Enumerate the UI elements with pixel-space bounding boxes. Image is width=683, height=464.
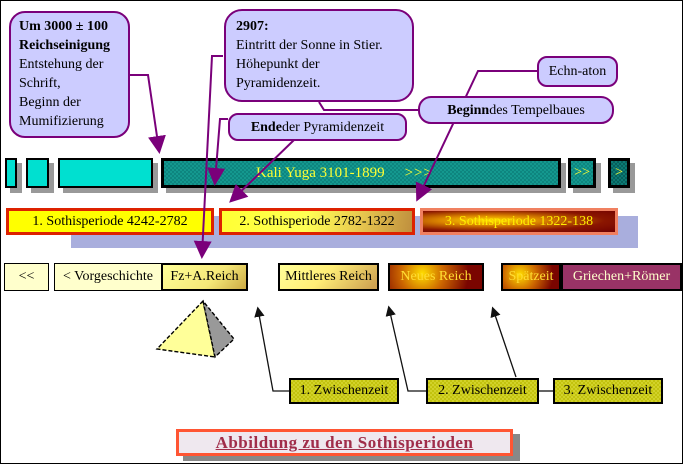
arrow-zwischenzeit1-to-gap	[254, 306, 289, 392]
timeline-segment-2	[26, 158, 49, 188]
zwischenzeit-3[interactable]: 3. Zwischenzeit	[553, 378, 663, 404]
arrow-zwischenzeit3-to-gap	[490, 306, 517, 378]
callout-line: Schrift,	[19, 76, 61, 91]
callout-bold: Ende	[250, 119, 282, 135]
callout-text: der Pyramidenzeit	[281, 119, 385, 135]
line-beginn-tail	[318, 101, 418, 111]
nav-vorgeschichte[interactable]: < Vorgeschichte	[54, 263, 162, 291]
callout-line: Beginn der	[19, 95, 81, 110]
timeline-kali-yuga-bar: Kali Yuga 3101-1899 >>>	[161, 158, 561, 188]
kali-yuga-label: Kali Yuga 3101-1899	[256, 164, 385, 181]
callout-beginn-tempelbau: Beginn des Tempelbaues	[418, 96, 614, 124]
callout-bold: Beginn	[447, 102, 490, 118]
callout-line: Entstehung der	[19, 57, 104, 72]
fast-forward-button[interactable]: >>	[568, 158, 596, 188]
sothis-period-3: 3. Sothisperiode 1322-138	[420, 208, 618, 235]
arrow-um3000-to-timeline	[129, 74, 166, 154]
nav-mittleres-reich[interactable]: Mittleres Reich	[278, 263, 379, 291]
callout-text: Echn-aton	[548, 64, 607, 79]
callout-line: Pyramidenzeit.	[236, 76, 321, 91]
nav-neues-reich[interactable]: Neues Reich	[388, 263, 484, 291]
callout-reichseinigung: Um 3000 ± 100 Reichseinigung Entstehung …	[9, 11, 130, 138]
timeline-segment-1	[5, 158, 17, 188]
zwischenzeit-2[interactable]: 2. Zwischenzeit	[426, 378, 539, 404]
diagram-title: Abbildung zu den Sothisperioden	[215, 432, 474, 452]
timeline-segment-3	[58, 158, 153, 188]
callout-line: Reichseinigung	[19, 38, 111, 53]
pyramid-icon	[155, 299, 235, 359]
zwischenzeit-1[interactable]: 1. Zwischenzeit	[289, 378, 399, 404]
callout-line: Eintritt der Sonne in Stier.	[236, 38, 383, 53]
callout-line: Mumifizierung	[19, 114, 104, 129]
step-forward-button[interactable]: >	[608, 158, 630, 188]
callout-line: Um 3000 ± 100	[19, 19, 108, 34]
callout-2907: 2907: Eintritt der Sonne in Stier. Höhep…	[224, 9, 414, 102]
nav-spaetzeit[interactable]: Spätzeit	[501, 263, 561, 291]
callout-line: 2907:	[236, 19, 269, 34]
callout-line: Höhepunkt der	[236, 57, 320, 72]
nav-back-button[interactable]: <<	[4, 263, 49, 291]
diagram-title-box: Abbildung zu den Sothisperioden	[176, 429, 513, 456]
callout-ende-pyramidenzeit: Ende der Pyramidenzeit	[228, 113, 407, 141]
forward-arrows-icon: >>>	[404, 164, 433, 181]
callout-echnaton: Echn-aton	[537, 56, 618, 87]
nav-griechen-roemer[interactable]: Griechen+Römer	[561, 263, 682, 291]
sothis-period-2: 2. Sothisperiode 2782-1322	[219, 208, 415, 235]
sothis-period-1: 1. Sothisperiode 4242-2782	[6, 208, 214, 235]
callout-text: des Tempelbaues	[489, 102, 585, 118]
nav-fz-altes-reich[interactable]: Fz+A.Reich	[161, 263, 248, 291]
